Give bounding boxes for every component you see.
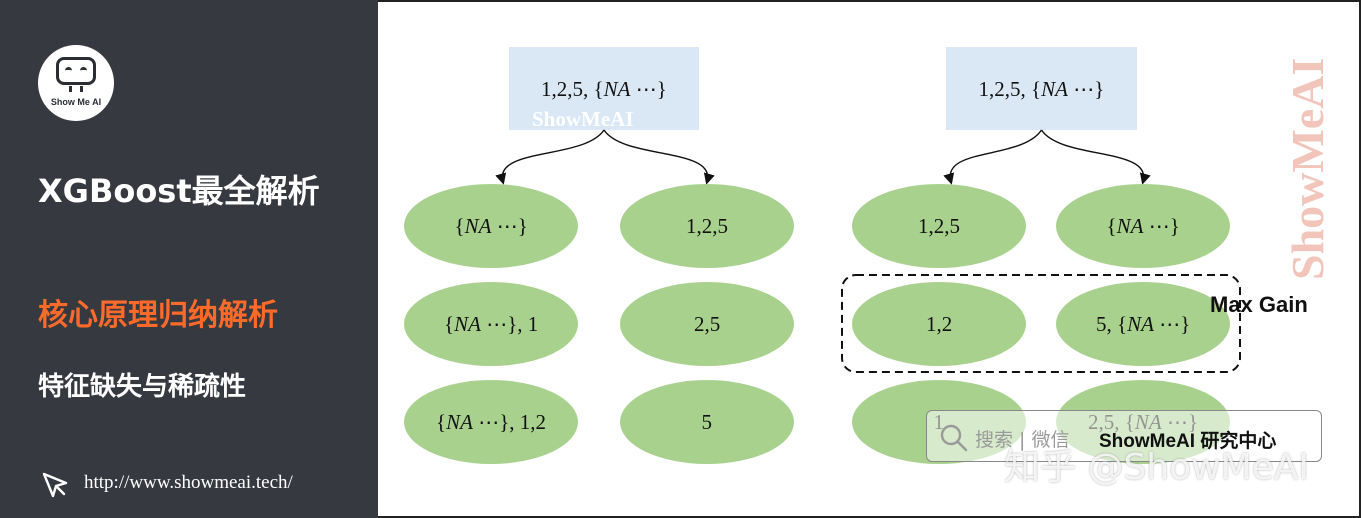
- right-split-node: [852, 184, 1026, 268]
- section-title: 核心原理归纳解析: [38, 298, 278, 333]
- logo-text: Show Me AI: [50, 97, 102, 107]
- right-root-box: [946, 47, 1137, 130]
- left-edge-left: [495, 129, 605, 185]
- vertical-watermark: ShowMeAI: [1282, 57, 1333, 280]
- search-icon: [940, 424, 968, 452]
- right-edge-left: [943, 129, 1043, 185]
- search-bar-overlay[interactable]: 搜索 | 微信 ShowMeAI 研究中心: [926, 410, 1322, 462]
- zhihu-watermark: 知乎 @ShowMeAI: [1004, 447, 1310, 488]
- robot-stand: [69, 86, 83, 92]
- left-split-node: [620, 184, 794, 268]
- topic-subtitle: 特征缺失与稀疏性: [38, 372, 247, 402]
- left-split-label: {NA ⋯}, 1,2: [436, 409, 547, 434]
- left-split-label: 5: [701, 409, 713, 434]
- left-split-node: [404, 380, 578, 464]
- search-brand: ShowMeAI 研究中心: [1099, 431, 1277, 452]
- website-url[interactable]: http://www.showmeai.tech/: [84, 472, 293, 493]
- left-split-label: {NA ⋯}: [454, 213, 528, 238]
- right-split-label: 1,2,5: [918, 213, 960, 238]
- left-split-label: 1,2,5: [686, 213, 728, 238]
- sidebar: Show Me AI XGBoost最全解析 核心原理归纳解析 特征缺失与稀疏性…: [0, 0, 378, 518]
- right-split-label: 1,2: [926, 311, 953, 336]
- left-split-node: [620, 380, 794, 464]
- right-split-node: [1056, 282, 1230, 366]
- left-root-label: 1,2,5, {NA ⋯}: [541, 76, 667, 101]
- left-root-box: [509, 47, 699, 130]
- showmeai-logo[interactable]: Show Me AI: [38, 45, 114, 121]
- left-split-label: 2,5: [694, 311, 721, 336]
- left-split-label: {NA ⋯}, 1: [444, 311, 539, 336]
- left-split-node: [404, 282, 578, 366]
- box-watermark: ShowMeAI: [532, 107, 634, 131]
- page-title: XGBoost最全解析: [38, 172, 320, 210]
- right-split-node: [852, 282, 1026, 366]
- right-root-label: 1,2,5, {NA ⋯}: [978, 76, 1105, 101]
- cursor-click-icon: [42, 472, 68, 498]
- right-split-label: {NA ⋯}: [1106, 213, 1180, 238]
- robot-icon: [56, 57, 96, 85]
- left-split-node: [404, 184, 578, 268]
- left-split-node: [620, 282, 794, 366]
- max-gain-label: Max Gain: [1210, 292, 1308, 317]
- max-gain-highlight: [841, 274, 1241, 373]
- right-split-label: 5, {NA ⋯}: [1096, 311, 1191, 336]
- left-edge-right: [603, 129, 715, 185]
- right-split-node: [1056, 184, 1230, 268]
- search-placeholder: 搜索 | 微信: [975, 429, 1070, 451]
- right-edge-right: [1040, 129, 1151, 185]
